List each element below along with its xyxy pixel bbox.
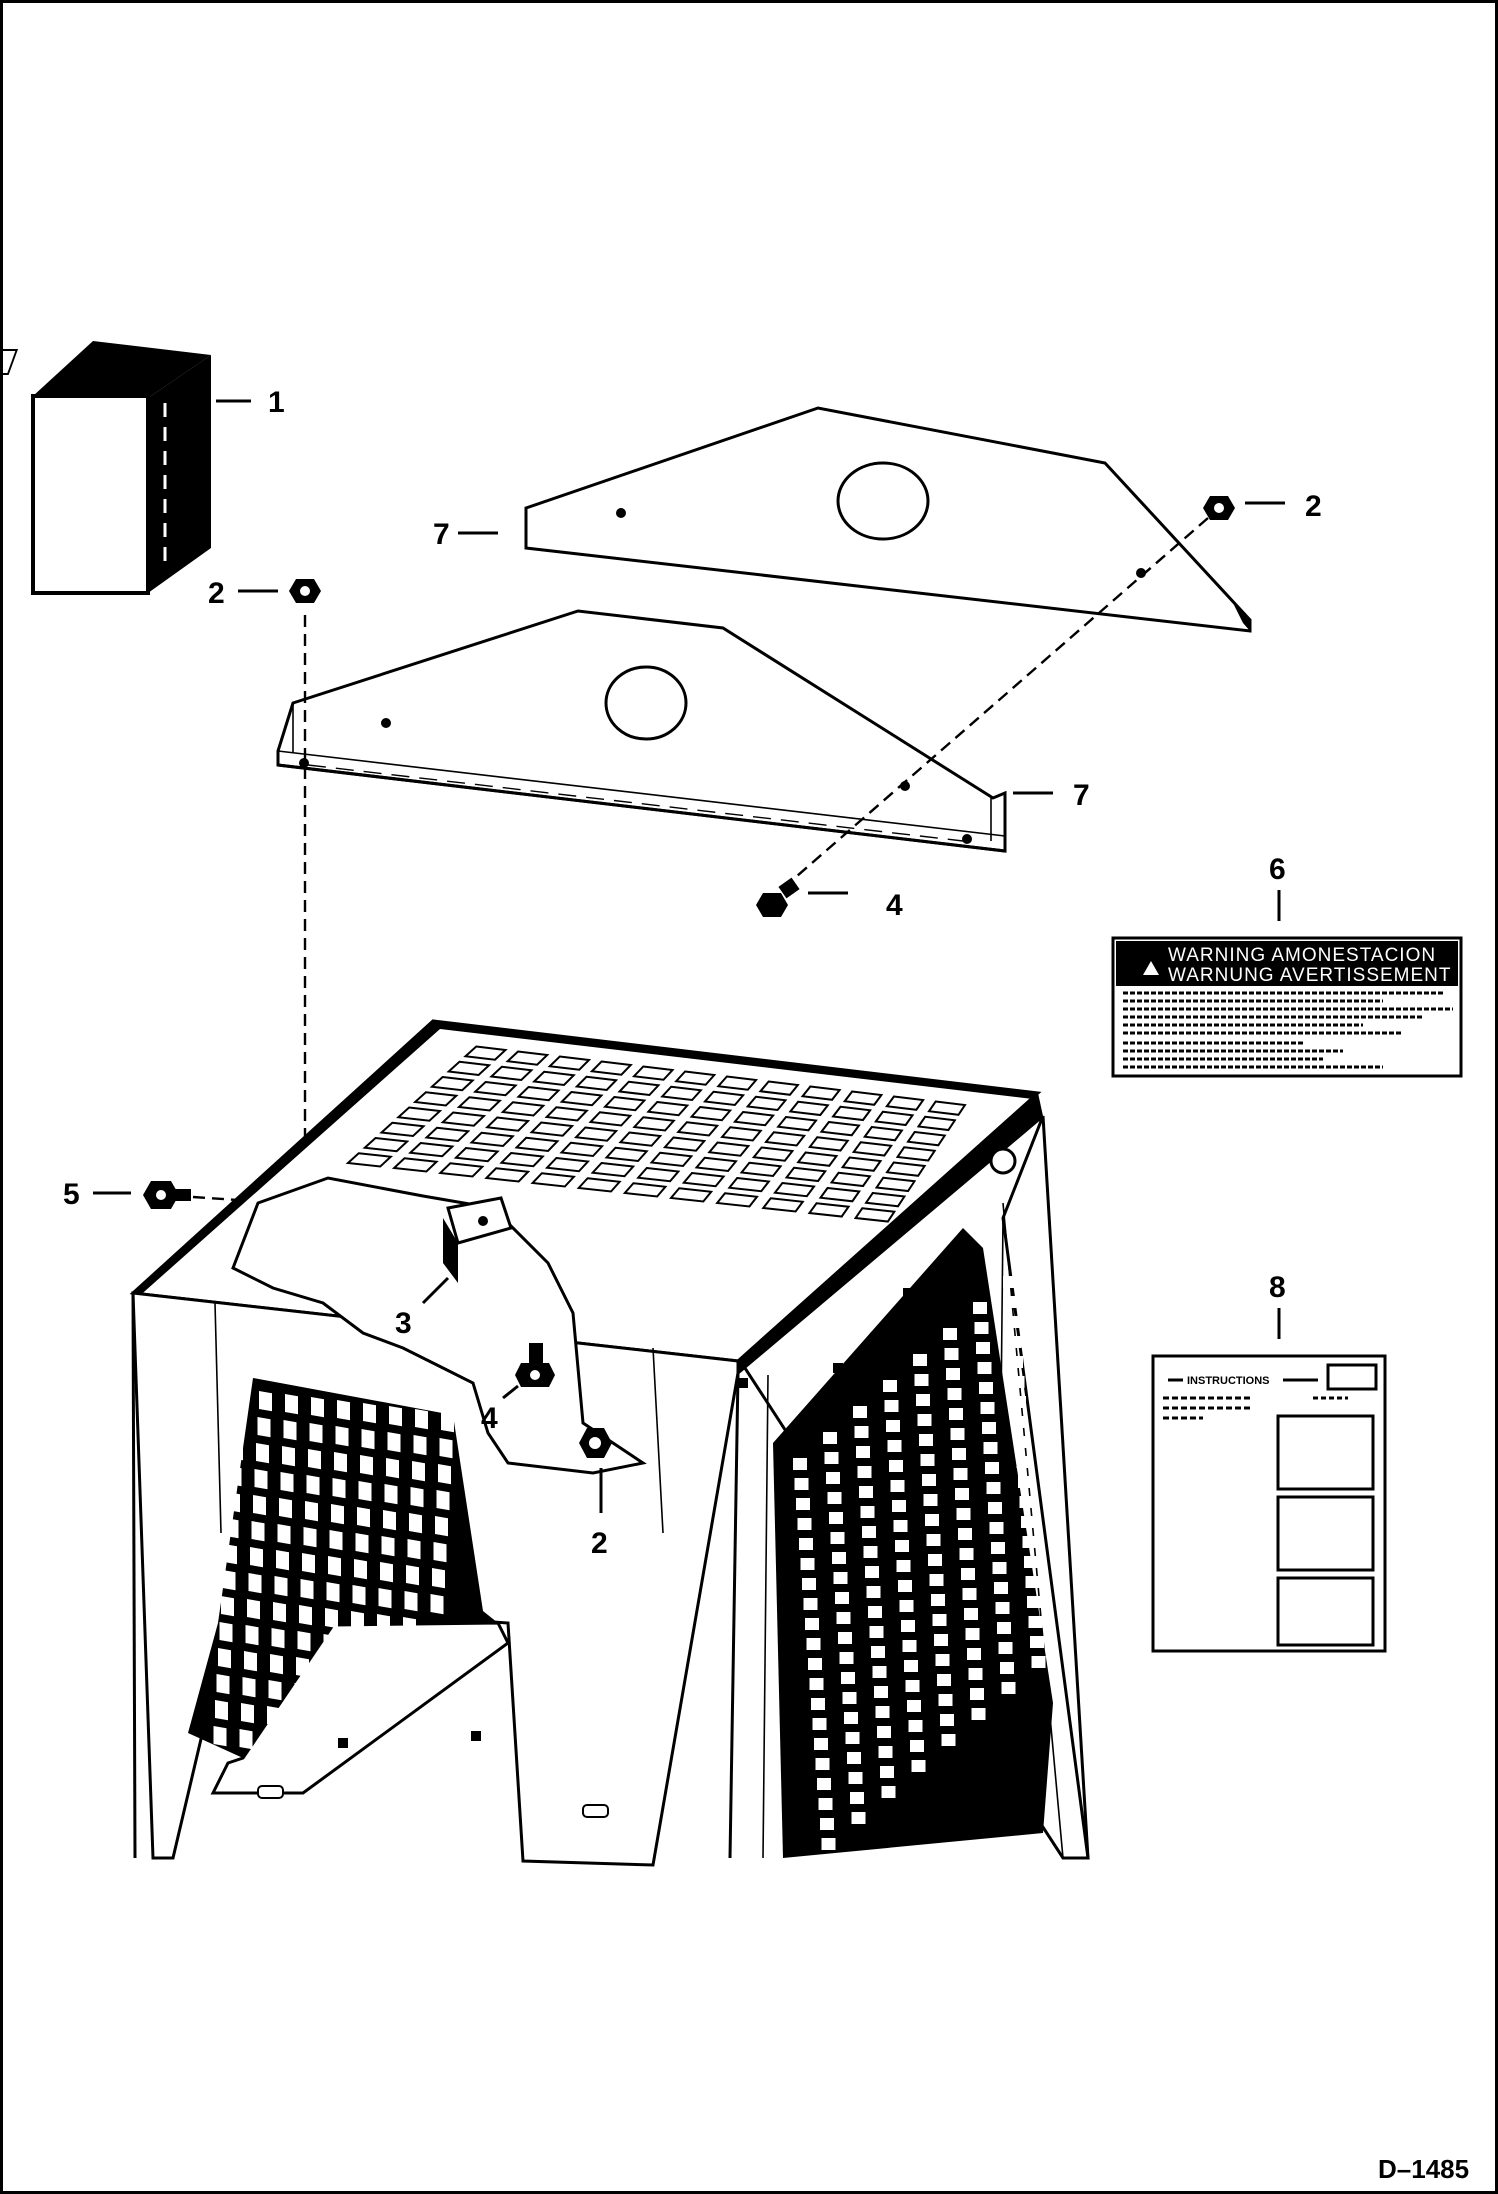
part-2-nut-right — [1203, 496, 1235, 520]
leader-line-4-lower — [502, 1384, 519, 1400]
part-2-nut-left — [289, 579, 321, 603]
instructions-decal: INSTRUCTIONS — [1151, 1354, 1387, 1653]
part-4-bolt-lower — [515, 1343, 555, 1387]
side-mesh-grid — [793, 1276, 1046, 1850]
part-7-rear-plate — [524, 406, 1252, 633]
part-4-bolt-upper — [756, 877, 800, 917]
part-5-bolt — [143, 1181, 191, 1209]
instructions-decal-title: INSTRUCTIONS — [1187, 1375, 1270, 1387]
exploded-parts-diagram: 1 7 7 2 2 4 — [3, 341, 1469, 2184]
callout-6: 6 — [1269, 853, 1286, 886]
leader-line-3 — [421, 1276, 450, 1305]
front-mesh-grid — [213, 1388, 454, 1753]
warning-decal-fine-print — [1123, 991, 1453, 1069]
drawing-id: D–1485 — [1378, 2154, 1469, 2184]
roof-grid — [345, 1045, 967, 1223]
callout-7-lower: 7 — [1073, 779, 1090, 812]
part-1-box — [3, 341, 211, 595]
callout-8: 8 — [1269, 1271, 1286, 1304]
callout-7-upper: 7 — [433, 518, 450, 551]
callout-2-lower: 2 — [591, 1527, 608, 1560]
callout-4-lower: 4 — [481, 1402, 498, 1435]
warning-decal-title-1: WARNING AMONESTACION — [1168, 945, 1436, 966]
callout-2-right: 2 — [1305, 490, 1322, 523]
callout-2-left: 2 — [208, 577, 225, 610]
part-2-nut-lower — [579, 1428, 612, 1458]
callout-3: 3 — [395, 1307, 412, 1340]
part-7-front-plate — [276, 609, 1007, 853]
warning-decal-title-2: WARNUNG AVERTISSEMENT — [1168, 965, 1452, 986]
callout-1: 1 — [268, 386, 285, 419]
callout-4-upper: 4 — [886, 889, 903, 922]
callout-5: 5 — [63, 1178, 80, 1211]
warning-decal: WARNING AMONESTACION WARNUNG AVERTISSEME… — [1111, 936, 1463, 1078]
